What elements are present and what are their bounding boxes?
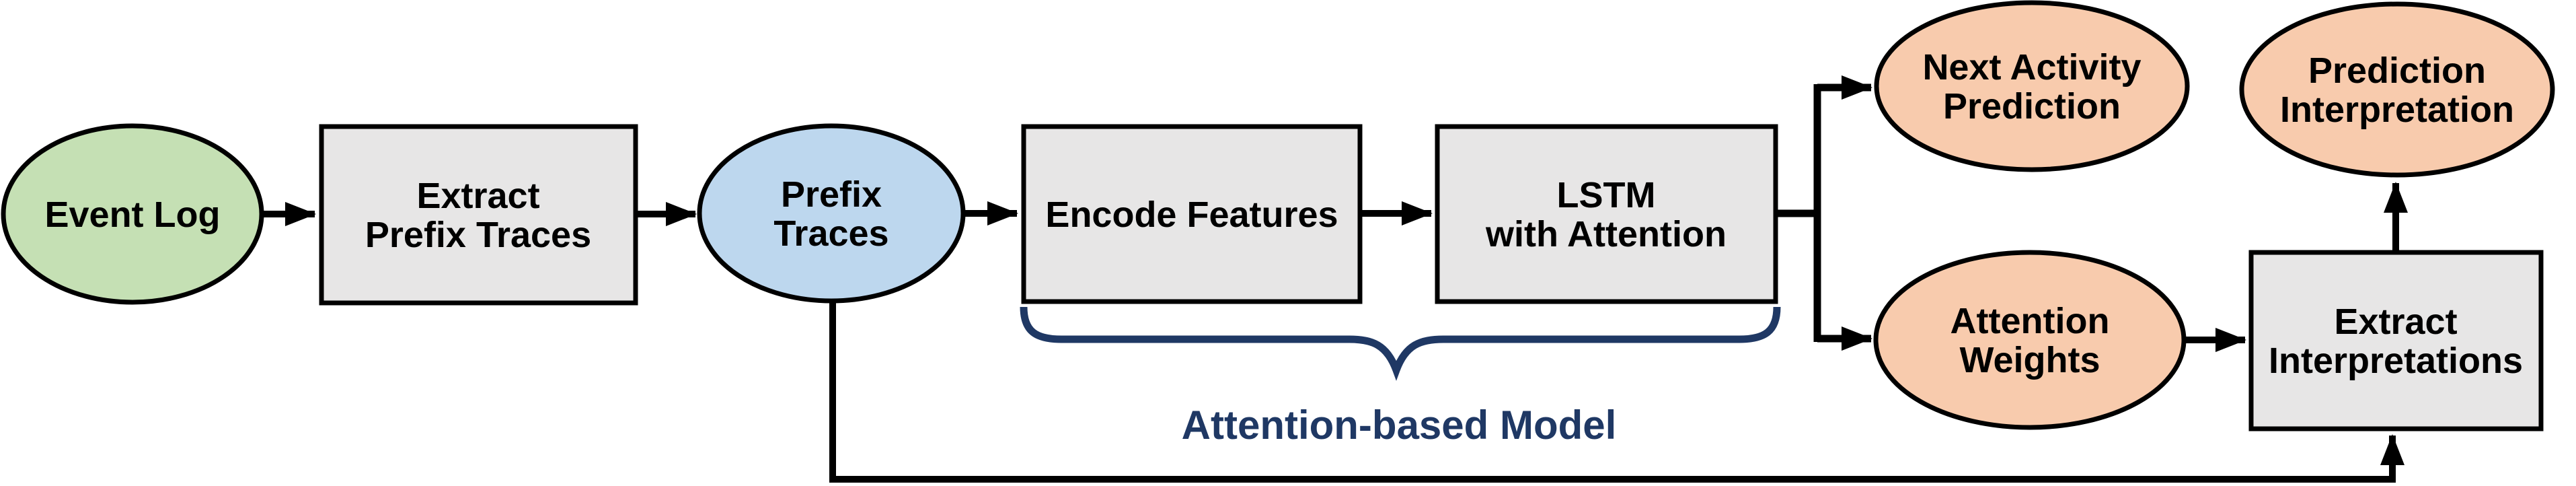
node-extract-interpretations: Extract Interpretations	[2248, 250, 2544, 431]
event-log-shape	[1, 123, 264, 305]
node-prediction-interpretation: Prediction Interpretation	[2239, 1, 2555, 178]
event-log-label: Event Log	[44, 195, 220, 235]
node-next-activity-prediction: Next Activity Prediction	[1874, 0, 2190, 172]
encode-features-label: Encode Features	[1045, 195, 1338, 235]
node-event-log: Event Log	[1, 123, 264, 305]
next-activity-prediction-shape	[1874, 0, 2190, 172]
attention-model-brace	[1020, 306, 1781, 381]
edge-prefixtraces-to-extractinterp	[829, 300, 2404, 483]
lstm-with-attention-shape	[1435, 124, 1778, 304]
attention-weights-shape	[1873, 250, 2187, 430]
extract-prefix-traces-label-line2: Prefix Traces	[365, 215, 591, 255]
next-activity-prediction-label-line2: Prediction	[1943, 86, 2121, 127]
extract-interpretations-label-line2: Interpretations	[2269, 341, 2523, 381]
next-activity-prediction-label-line1: Next Activity	[1922, 47, 2141, 88]
extract-interpretations-shape	[2248, 250, 2544, 431]
node-prefix-traces: Prefix Traces	[697, 123, 966, 304]
extract-prefix-traces-label-line1: Extract	[416, 176, 539, 216]
prediction-interpretation-label-line2: Interpretation	[2280, 90, 2514, 130]
extract-interpretations-label-line1: Extract	[2334, 302, 2457, 342]
node-attention-weights: Attention Weights	[1873, 250, 2187, 430]
extract-prefix-traces-shape	[319, 124, 638, 306]
attention-model-label: Attention-based Model	[1182, 403, 1617, 448]
prediction-interpretation-label-line1: Prediction	[2308, 50, 2486, 91]
prefix-traces-label-line2: Traces	[773, 213, 888, 254]
attention-weights-label-line2: Weights	[1959, 340, 2100, 380]
prediction-interpretation-shape	[2239, 1, 2555, 178]
encode-features-shape	[1021, 124, 1363, 304]
node-encode-features: Encode Features	[1021, 124, 1363, 304]
attention-weights-label-line1: Attention	[1950, 301, 2110, 341]
prefix-traces-shape	[697, 123, 966, 304]
lstm-with-attention-label-line2: with Attention	[1485, 214, 1727, 254]
lstm-with-attention-label-line1: LSTM	[1557, 175, 1656, 215]
node-extract-prefix-traces: Extract Prefix Traces	[319, 124, 638, 306]
prefix-traces-label-line1: Prefix	[781, 174, 882, 215]
node-lstm-with-attention: LSTM with Attention	[1435, 124, 1778, 304]
